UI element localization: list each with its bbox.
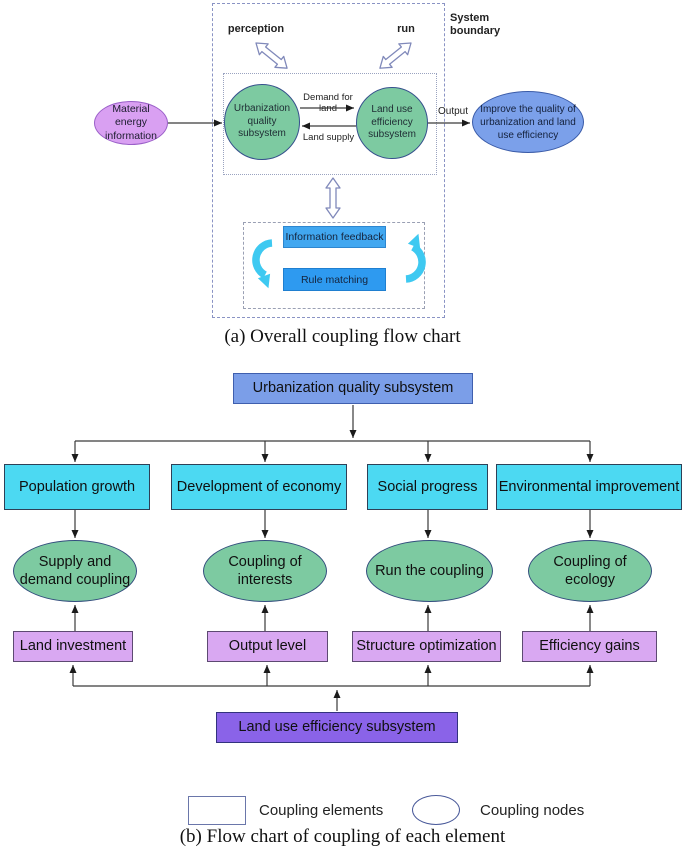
node-coupling-of-interests: Coupling of interests	[203, 540, 327, 602]
element-box-population-growth: Population growth	[4, 464, 150, 510]
subsystems-inner-box	[223, 73, 437, 175]
factor-box-land-investment: Land investment	[13, 631, 133, 662]
caption-b: (b) Flow chart of coupling of each eleme…	[179, 826, 506, 847]
caption-a: (a) Overall coupling flow chart	[224, 326, 461, 347]
legend-coupling-elements-label: Coupling elements	[259, 802, 384, 819]
legend-coupling-nodes-label: Coupling nodes	[480, 802, 585, 819]
run-label: run	[397, 23, 415, 35]
material-energy-node: Material energy information	[94, 101, 168, 145]
legend-ellipse-icon	[412, 795, 460, 825]
legend-rect-icon	[188, 796, 246, 825]
urbanization-subsystem-box: Urbanization quality subsystem	[233, 373, 473, 404]
node-supply-demand-coupling: Supply and demand coupling	[13, 540, 137, 602]
improve-quality-node: Improve the quality of urbanization and …	[472, 91, 584, 153]
system-boundary-label: System boundary	[450, 12, 501, 37]
perception-label: perception	[227, 23, 285, 35]
land-use-efficiency-circle: Land use efficiency subsystem	[356, 87, 428, 159]
output-label: Output	[438, 106, 469, 117]
demand-for-land-label: Demand for land	[303, 92, 353, 114]
land-supply-label: Land supply	[302, 132, 355, 143]
element-box-development-economy: Development of economy	[171, 464, 347, 510]
factor-box-structure-optimization: Structure optimization	[352, 631, 501, 662]
section-b-arrows	[69, 405, 594, 711]
land-use-subsystem-box: Land use efficiency subsystem	[216, 712, 458, 743]
element-box-social-progress: Social progress	[367, 464, 488, 510]
element-box-environmental-improvement: Environmental improvement	[496, 464, 682, 510]
rule-matching-box: Rule matching	[283, 268, 386, 291]
node-run-the-coupling: Run the coupling	[366, 540, 493, 602]
system-boundary-box	[212, 3, 445, 318]
factor-box-efficiency-gains: Efficiency gains	[522, 631, 657, 662]
factor-box-output-level: Output level	[207, 631, 328, 662]
node-coupling-of-ecology: Coupling of ecology	[528, 540, 652, 602]
urbanization-quality-circle: Urbanization quality subsystem	[224, 84, 300, 160]
information-feedback-box: Information feedback	[283, 226, 386, 248]
